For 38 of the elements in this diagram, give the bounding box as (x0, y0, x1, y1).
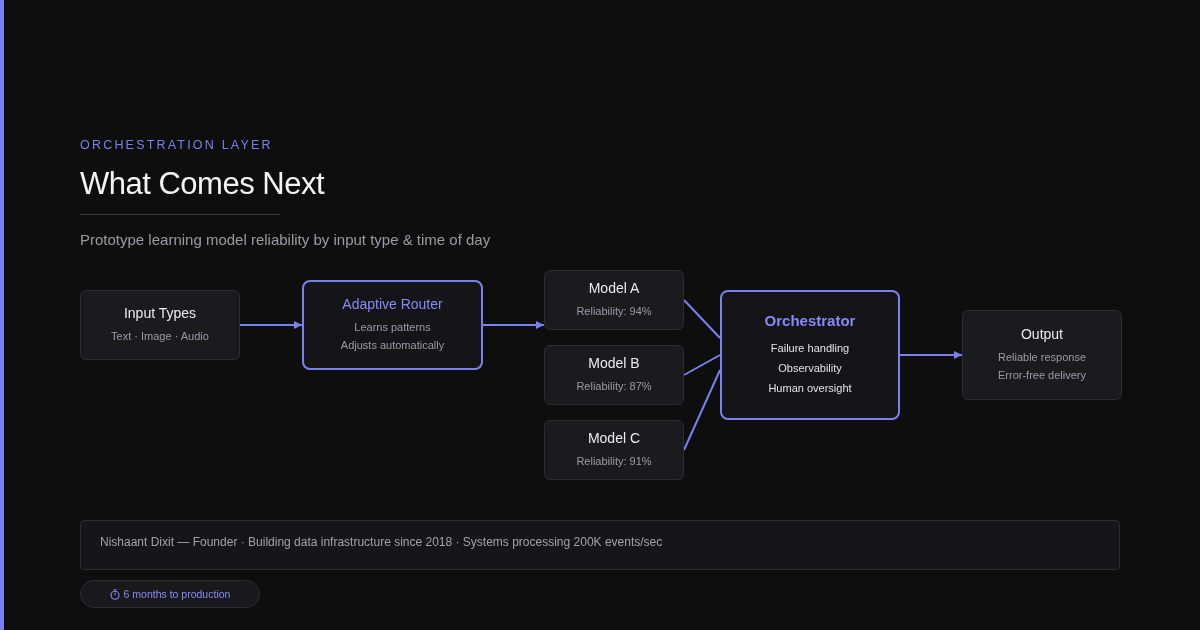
router-box (302, 280, 483, 370)
node-detail: Reliability: 87% (576, 379, 652, 394)
output-box (962, 310, 1122, 400)
node-detail: Text · Image · Audio (111, 329, 209, 344)
node-detail: Human oversight (768, 381, 852, 396)
node-detail: Reliable response (997, 350, 1087, 365)
input-box (80, 290, 240, 360)
node-detail: Error-free delivery (998, 368, 1086, 383)
model-box (544, 270, 684, 330)
node-detail: Reliability: 91% (576, 454, 652, 469)
section-kicker: ORCHESTRATION LAYER (80, 138, 273, 152)
node-title: Model B (588, 355, 640, 372)
connector-line (683, 369, 721, 451)
node-detail: Adjusts automatically (340, 338, 445, 353)
arrow (239, 321, 303, 329)
node-detail: Observability (778, 361, 842, 376)
info-text: Nishaant Dixit — Founder · Building data infrastructure since 2018 · Systems processing 200K events/sec (100, 535, 663, 549)
subtitle: Prototype learning model reliability by input type & time of day (80, 231, 491, 248)
node-detail: Reliability: 94% (576, 304, 652, 319)
connector-line (683, 354, 721, 376)
info-panel (80, 520, 1120, 570)
title: What Comes Next (80, 166, 324, 202)
node-detail: Learns patterns (354, 320, 431, 335)
node-detail: Failure handling (770, 341, 850, 356)
arrow (482, 321, 545, 329)
model-box (544, 420, 684, 480)
node-title: Adaptive Router (342, 296, 443, 313)
arrow (899, 351, 963, 359)
pill-text: 6 months to production (123, 588, 231, 600)
connector-line (683, 299, 721, 339)
node-title: Orchestrator (764, 312, 856, 329)
node-title: Input Types (123, 305, 197, 322)
node-title: Output (1021, 326, 1063, 343)
orchestrator-box (720, 290, 900, 420)
node-title: Model C (587, 430, 641, 447)
model-box (544, 345, 684, 405)
node-title: Model A (588, 280, 640, 297)
status-pill (80, 580, 260, 608)
